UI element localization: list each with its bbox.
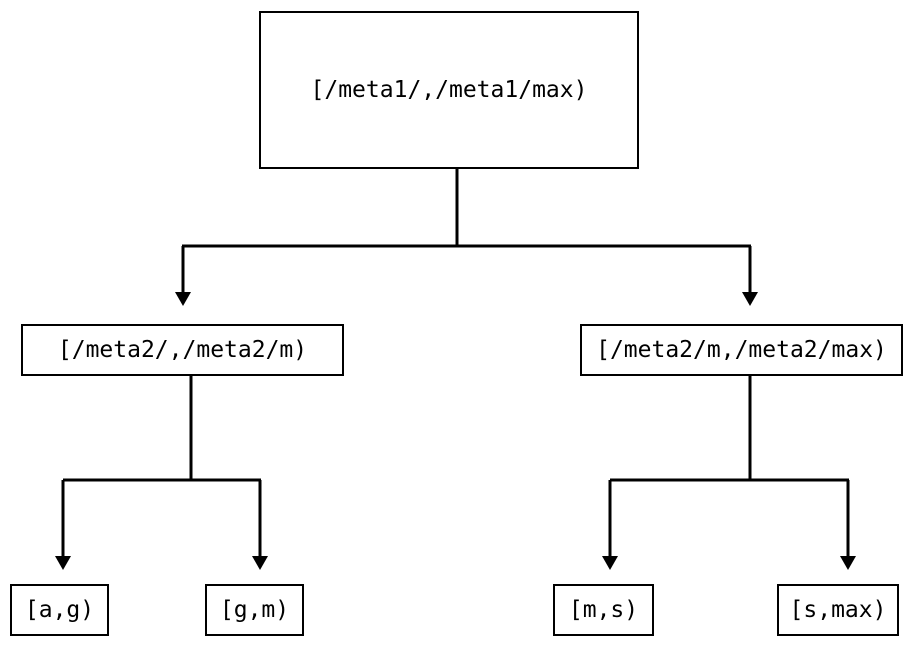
arrowhead-icon-leaf-ms [602,556,618,570]
tree-node-leaf-smax[interactable]: [s,max) [777,584,899,636]
tree-node-leaf-ag-label: [a,g) [24,596,95,623]
tree-node-mid-right-label: [/meta2/m,/meta2/max) [596,336,887,363]
arrowhead-icon-leaf-gm [252,556,268,570]
tree-node-leaf-gm-label: [g,m) [219,596,290,623]
tree-node-leaf-smax-label: [s,max) [789,596,887,623]
tree-node-mid-left[interactable]: [/meta2/,/meta2/m) [21,324,344,376]
edge-midright-to-leaves [602,376,856,570]
tree-node-mid-left-label: [/meta2/,/meta2/m) [57,336,308,363]
arrowhead-icon-leaf-ag [55,556,71,570]
tree-node-leaf-ag[interactable]: [a,g) [10,584,109,636]
edge-midleft-to-leaves [55,376,268,570]
tree-node-root[interactable]: [/meta1/,/meta1/max) [259,11,639,169]
arrowhead-icon-leaf-smax [840,556,856,570]
arrowhead-icon-midleft [175,292,191,306]
tree-node-root-label: [/meta1/,/meta1/max) [310,76,588,103]
edge-root-to-level1 [175,169,758,306]
tree-node-leaf-gm[interactable]: [g,m) [205,584,304,636]
tree-node-leaf-ms-label: [m,s) [568,596,639,623]
tree-node-leaf-ms[interactable]: [m,s) [553,584,654,636]
arrowhead-icon-midright [742,292,758,306]
tree-node-mid-right[interactable]: [/meta2/m,/meta2/max) [580,324,903,376]
